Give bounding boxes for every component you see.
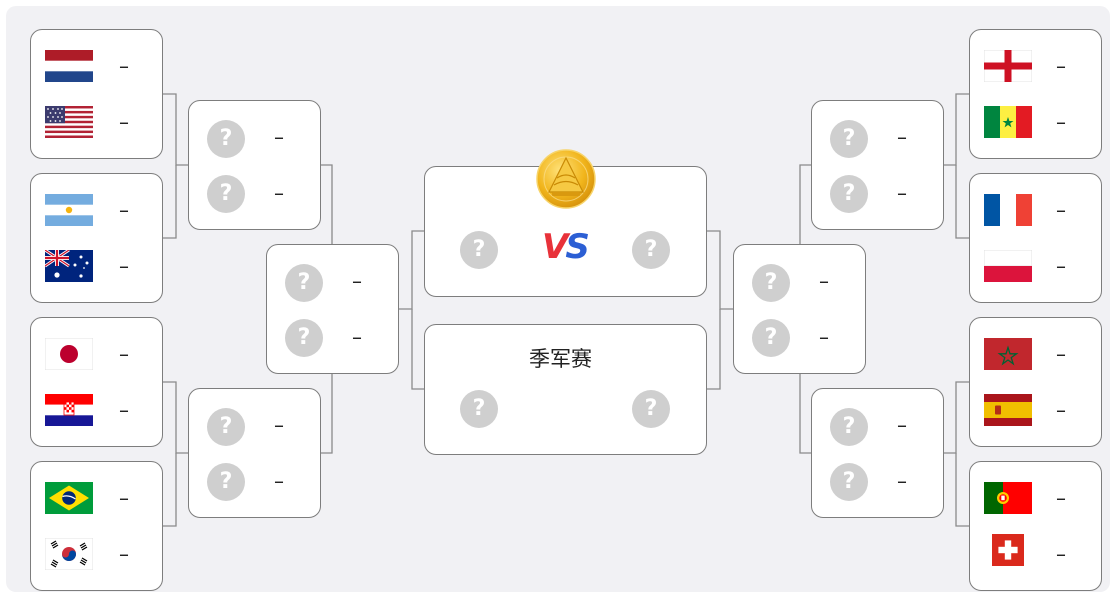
netherlands-flag-icon (45, 50, 93, 82)
question-mark-icon: ? (752, 319, 790, 357)
score-placeholder: – (897, 469, 907, 493)
score-placeholder: – (1056, 398, 1066, 422)
question-mark-icon: ? (460, 390, 498, 428)
question-mark-icon: ? (207, 408, 245, 446)
right-r16-match-3[interactable]: – – (969, 317, 1102, 447)
score-placeholder: – (274, 181, 284, 205)
score-placeholder: – (119, 398, 129, 422)
right-r16-match-2[interactable]: – – (969, 173, 1102, 303)
score-placeholder: – (119, 254, 129, 278)
question-mark-icon: ? (207, 120, 245, 158)
score-placeholder: – (119, 110, 129, 134)
france-flag-icon (984, 194, 1032, 226)
question-mark-icon: ? (632, 390, 670, 428)
score-placeholder: – (1056, 486, 1066, 510)
brazil-flag-icon (45, 482, 93, 514)
portugal-flag-icon (984, 482, 1032, 514)
third-place-match[interactable]: 季军赛 ? ? (424, 324, 707, 455)
score-placeholder: – (119, 198, 129, 222)
score-placeholder: – (897, 125, 907, 149)
score-placeholder: – (819, 269, 829, 293)
question-mark-icon: ? (207, 175, 245, 213)
japan-flag-icon (45, 338, 93, 370)
score-placeholder: – (274, 125, 284, 149)
argentina-flag-icon (45, 194, 93, 226)
score-placeholder: – (1056, 54, 1066, 78)
question-mark-icon: ? (632, 231, 670, 269)
third-place-title: 季军赛 (529, 347, 592, 371)
question-mark-icon: ? (752, 264, 790, 302)
question-mark-icon: ? (207, 463, 245, 501)
gold-trophy-coin-icon (536, 149, 596, 209)
spain-flag-icon (984, 394, 1032, 426)
right-sf-match[interactable]: ? – ? – (733, 244, 866, 374)
score-placeholder: – (897, 181, 907, 205)
score-placeholder: – (119, 542, 129, 566)
left-r16-match-4[interactable]: – – (30, 461, 163, 591)
score-placeholder: – (274, 469, 284, 493)
australia-flag-icon (45, 250, 93, 282)
score-placeholder: – (274, 413, 284, 437)
usa-flag-icon (45, 106, 93, 138)
score-placeholder: – (352, 325, 362, 349)
left-r16-match-3[interactable]: – – (30, 317, 163, 447)
left-r16-match-2[interactable]: – – (30, 173, 163, 303)
senegal-flag-icon (984, 106, 1032, 138)
right-r16-match-4[interactable]: – – (969, 461, 1102, 591)
score-placeholder: – (119, 342, 129, 366)
south-korea-flag-icon (45, 538, 93, 570)
england-flag-icon (984, 50, 1032, 82)
question-mark-icon: ? (285, 319, 323, 357)
question-mark-icon: ? (830, 175, 868, 213)
score-placeholder: – (1056, 542, 1066, 566)
switzerland-flag-icon (992, 534, 1024, 566)
score-placeholder: – (1056, 110, 1066, 134)
question-mark-icon: ? (285, 264, 323, 302)
left-qf-match-1[interactable]: ? – ? – (188, 100, 321, 230)
score-placeholder: – (897, 413, 907, 437)
poland-flag-icon (984, 250, 1032, 282)
left-sf-match[interactable]: ? – ? – (266, 244, 399, 374)
question-mark-icon: ? (830, 408, 868, 446)
score-placeholder: – (119, 486, 129, 510)
score-placeholder: – (352, 269, 362, 293)
score-placeholder: – (1056, 198, 1066, 222)
score-placeholder: – (119, 54, 129, 78)
score-placeholder: – (1056, 254, 1066, 278)
question-mark-icon: ? (460, 231, 498, 269)
score-placeholder: – (819, 325, 829, 349)
morocco-flag-icon (984, 338, 1032, 370)
left-qf-match-2[interactable]: ? – ? – (188, 388, 321, 518)
score-placeholder: – (1056, 342, 1066, 366)
right-qf-match-1[interactable]: ? – ? – (811, 100, 944, 230)
question-mark-icon: ? (830, 120, 868, 158)
right-r16-match-1[interactable]: – – (969, 29, 1102, 159)
question-mark-icon: ? (830, 463, 868, 501)
croatia-flag-icon (45, 394, 93, 426)
bracket-background (6, 6, 1110, 592)
left-r16-match-1[interactable]: – – (30, 29, 163, 159)
right-qf-match-2[interactable]: ? – ? – (811, 388, 944, 518)
vs-label: VS (542, 227, 590, 267)
